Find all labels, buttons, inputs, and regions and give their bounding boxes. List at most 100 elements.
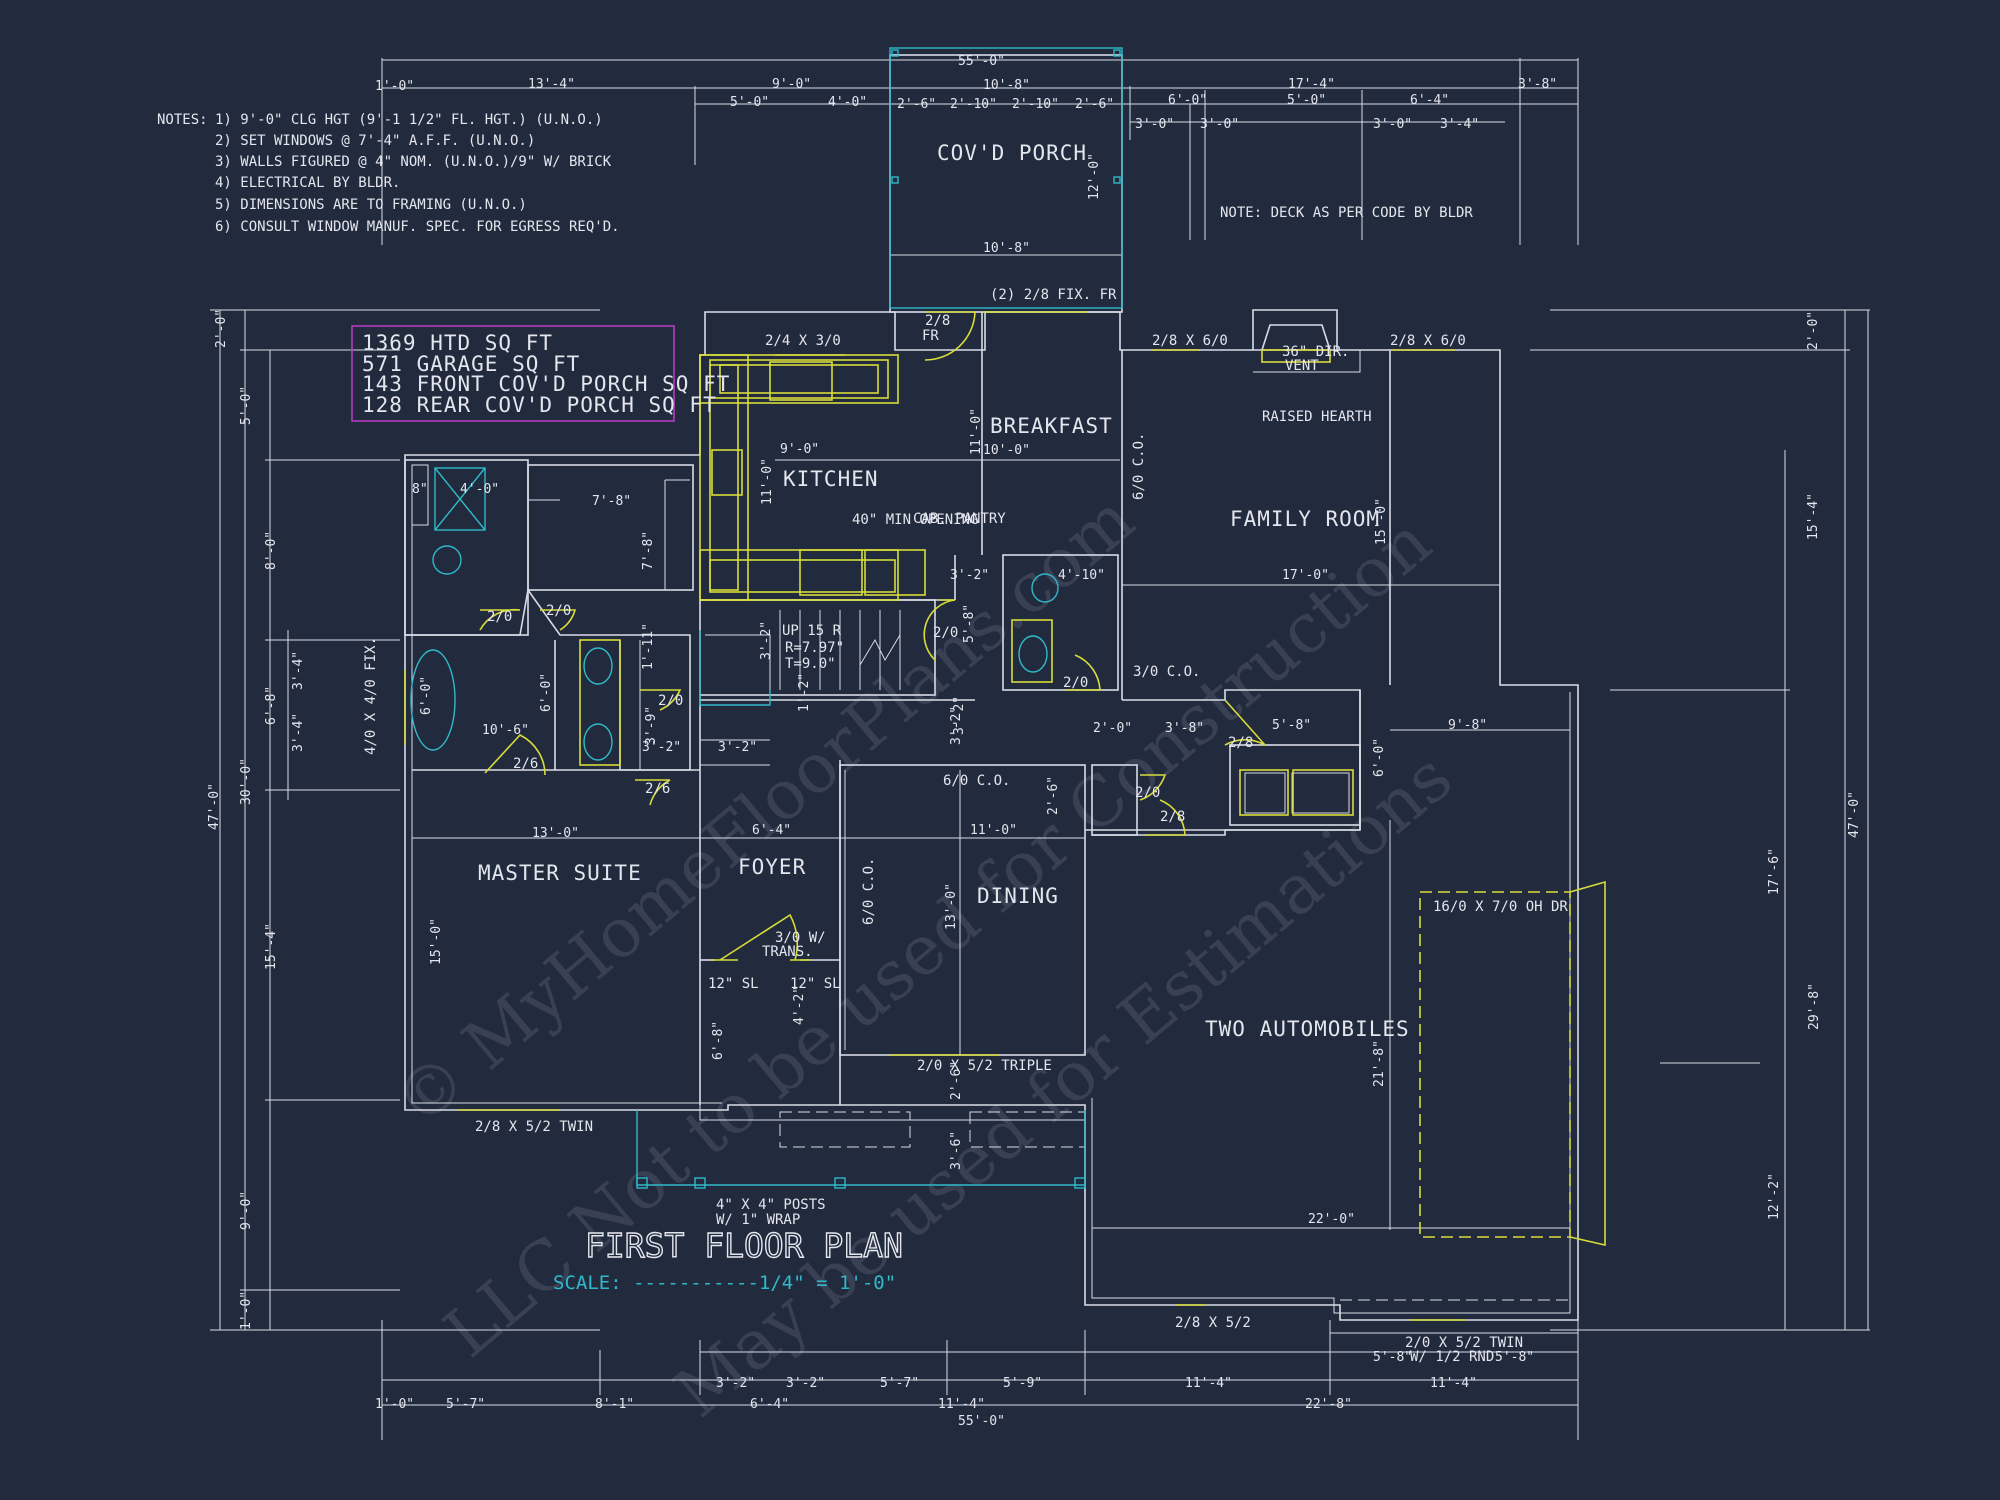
room-labels: COV'D PORCH BREAKFAST KITCHEN FAMILY ROO… (478, 141, 1410, 1041)
label-door-26-b: 2/6 (645, 781, 670, 797)
dim-left-3: 8'-0" (264, 531, 279, 570)
dim-bot-r2-7: 11'-4" (1430, 1376, 1477, 1391)
room-master-suite: MASTER SUITE (478, 861, 642, 885)
area-summary-box (351, 325, 675, 422)
label-win-twin-garage-2: W/ 1/2 RND (1410, 1349, 1494, 1365)
dim-bot-r2-1: 3'-2" (716, 1376, 755, 1391)
dim-dining-26: 2'-6" (1046, 776, 1061, 815)
dim-garage-22: 22'-0" (1308, 1212, 1355, 1227)
label-stair-2: R=7.97" (785, 640, 844, 656)
dim-bot-5: 22'-8" (1305, 1397, 1352, 1412)
dim-top-4: 10'-8" (983, 78, 1030, 93)
label-fix-40x40: 4/0 X 4/0 FIX. (363, 637, 379, 755)
dim-breakfast-11: 11'-0" (969, 408, 984, 455)
dim-stair-39: 3'-9" (644, 706, 659, 745)
dim-left-1: 2'-0" (214, 309, 229, 348)
label-raised-hearth: RAISED HEARTH (1262, 409, 1372, 425)
label-posts-2: W/ 1" WRAP (716, 1212, 800, 1228)
dim-breakfast-10: 10'-0" (983, 443, 1030, 458)
dim-top-r3-1: 3'-0" (1135, 117, 1174, 132)
dim-mbath-60: 6'-0" (419, 676, 434, 715)
label-win-garage: 2/8 X 5/2 (1175, 1315, 1251, 1331)
dim-bot-4: 11'-4" (938, 1397, 985, 1412)
dim-top-r2-3: 2'-6" (897, 97, 936, 112)
dim-left-6: 15'-4" (264, 923, 279, 970)
dim-top-r3-3: 3'-0" (1373, 117, 1412, 132)
label-sl-1: 12" SL (708, 976, 759, 992)
label-door-20-c: 2/0 (658, 693, 683, 709)
dim-top-overall: 55'-0" (958, 54, 1005, 69)
label-door-20-d: 2/0 (933, 625, 958, 641)
label-co-60-dining: 6/0 C.O. (943, 773, 1010, 789)
dim-bot-overall: 55'-0" (958, 1414, 1005, 1429)
room-breakfast: BREAKFAST (990, 414, 1113, 438)
plan-scale: SCALE: -----------1/4" = 1'-0" (553, 1272, 896, 1294)
dim-top-5: 17'-4" (1288, 77, 1335, 92)
dim-bot-1: 1'-0" (375, 1397, 414, 1412)
label-door-28: 2/8 (925, 313, 950, 329)
label-door-28-a: 2/8 (1228, 735, 1253, 751)
note-1: 1) 9'-0" CLG HGT (9'-1 1/2" FL. HGT.) (U… (215, 112, 603, 128)
label-door-20-a: 2/0 (487, 609, 512, 625)
dimension-lines (210, 58, 1870, 1440)
label-dir-vent-1: 36" DIR. (1282, 344, 1349, 360)
label-stair-1: UP 15 R (782, 623, 842, 639)
area-front-porch: 143 FRONT COV'D PORCH SQ FT (362, 372, 730, 396)
dim-stair-32c: 3'-2" (759, 621, 774, 660)
dim-left-4: 6'-8" (264, 686, 279, 725)
dim-kitchen-11: 11'-0" (760, 458, 775, 505)
dim-top-6: 3'-8" (1518, 77, 1557, 92)
dim-garage-218: 21'-8" (1372, 1040, 1387, 1087)
dim-stair-32: 3'-2" (718, 740, 757, 755)
note-5: 5) DIMENSIONS ARE TO FRAMING (U.N.O.) (215, 197, 527, 213)
dim-left-10: 3'-4" (291, 713, 306, 752)
note-2: 2) SET WINDOWS @ 7'-4" A.F.F. (U.N.O.) (215, 133, 535, 149)
dim-top-r3-4: 3'-4" (1440, 117, 1479, 132)
dim-stair-12: 1'-2" (797, 673, 812, 712)
label-win-twin-master: 2/8 X 5/2 TWIN (475, 1119, 593, 1135)
area-garage: 571 GARAGE SQ FT (362, 352, 580, 376)
label-co-60-foyer: 6/0 C.O. (861, 858, 877, 925)
label-door-26-a: 2/6 (513, 756, 538, 772)
label-trans-2: TRANS. (762, 944, 813, 960)
room-garage: TWO AUTOMOBILES (1205, 1017, 1410, 1041)
dim-porch-26: 2'-6" (949, 1061, 964, 1100)
dim-master-13: 13'-0" (532, 826, 579, 841)
dim-left-7: 9'-0" (239, 1191, 254, 1230)
dim-laundry-410: 4'-10" (1058, 568, 1105, 583)
area-summary: 1369 HTD SQ FT 571 GARAGE SQ FT 143 FRON… (362, 331, 730, 417)
dim-mbath-106: 10'-6" (482, 723, 529, 738)
label-win-triple: 2/0 X 5/2 TRIPLE (917, 1058, 1052, 1074)
dim-porch-depth: 12'-0" (1087, 153, 1102, 200)
note-4: 4) ELECTRICAL BY BLDR. (215, 175, 400, 191)
dim-top-3: 9'-0" (772, 77, 811, 92)
area-heated: 1369 HTD SQ FT (362, 331, 553, 355)
room-dining: DINING (977, 884, 1059, 908)
label-dir-vent-2: VENT (1285, 358, 1319, 374)
dim-porch-width: 10'-8" (983, 241, 1030, 256)
dim-bot-r3-1: 5'-8" (1373, 1350, 1412, 1365)
dim-garage-98: 9'-8" (1448, 718, 1487, 733)
label-stair-3: T=9.0" (785, 656, 836, 672)
label-co-60-kitchen: 6/0 C.O. (1131, 433, 1147, 500)
dim-bot-3: 8'-1" (595, 1397, 634, 1412)
note-6: 6) CONSULT WINDOW MANUF. SPEC. FOR EGRES… (215, 219, 620, 235)
dim-laundry-32: 3'-2" (950, 568, 989, 583)
dimension-labels: 55'-0" 1'-0" 13'-4" 9'-0" 10'-8" 17'-4" … (207, 54, 1862, 1429)
general-notes: NOTES: 1) 9'-0" CLG HGT (9'-1 1/2" FL. H… (157, 112, 620, 235)
dim-porch-36: 3'-6" (949, 1131, 964, 1170)
room-kitchen: KITCHEN (783, 467, 879, 491)
label-sl-2: 12" SL (790, 976, 841, 992)
label-posts-1: 4" X 4" POSTS (716, 1197, 826, 1213)
dim-stair-11: 1'-11" (641, 623, 656, 670)
dim-top-1: 1'-0" (375, 79, 414, 94)
dim-bot-r3-2: 5'-8" (1495, 1350, 1534, 1365)
dim-top-r2-1: 5'-0" (730, 95, 769, 110)
label-fix-fr: (2) 2/8 FIX. FR (990, 287, 1117, 303)
dim-top-r2-6: 2'-6" (1075, 97, 1114, 112)
dim-left-2: 5'-0" (239, 386, 254, 425)
dim-right-2: 15'-4" (1806, 493, 1821, 540)
label-co-30: 3/0 C.O. (1133, 664, 1200, 680)
label-win-28x60-b: 2/8 X 6/0 (1390, 333, 1466, 349)
label-win-twin-garage-1: 2/0 X 5/2 TWIN (1405, 1335, 1523, 1351)
